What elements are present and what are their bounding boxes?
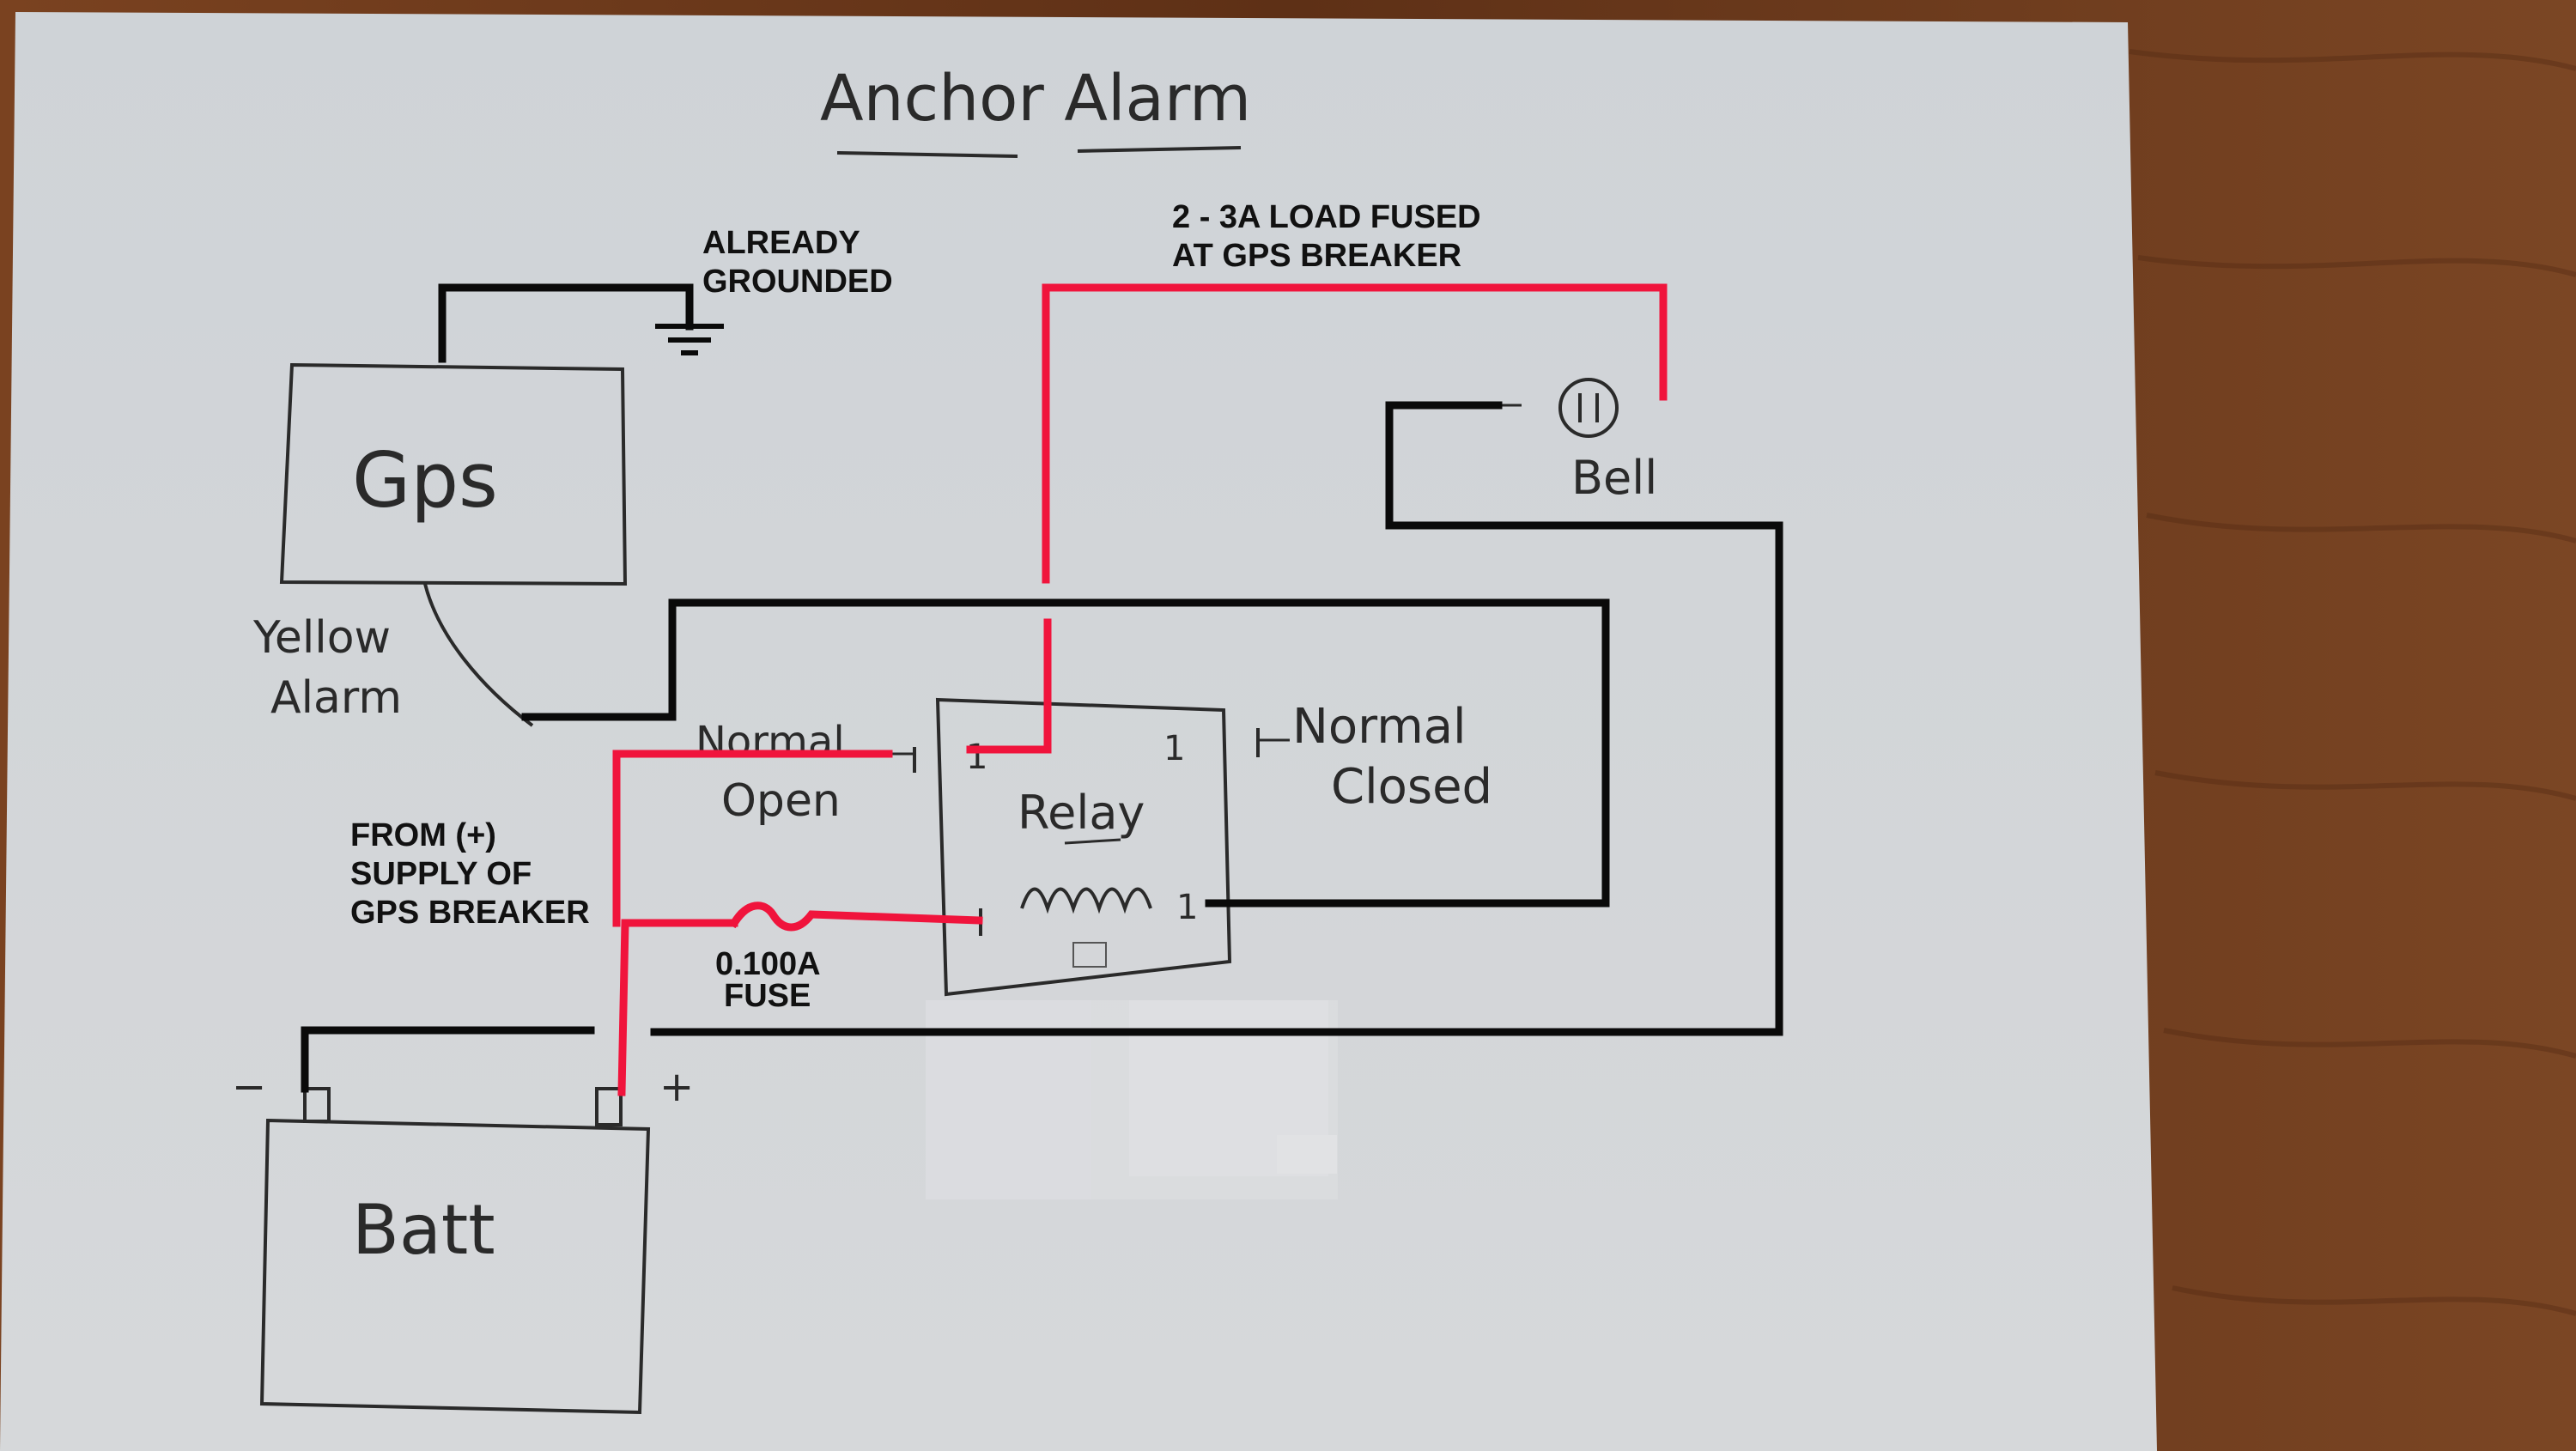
- gps-label: Gps: [352, 436, 498, 525]
- battery-minus-sign: −: [232, 1063, 266, 1111]
- relay-box-outline: [935, 697, 1232, 997]
- wire-battery-negative: [301, 1026, 595, 1093]
- battery-unit: Batt − +: [232, 1063, 694, 1415]
- gps-unit: Gps: [279, 362, 628, 727]
- fuse-rating-line2: FUSE: [724, 978, 811, 1014]
- relay-pin-top-right: 1: [1163, 729, 1185, 768]
- wire-normal-open-feed: [612, 750, 893, 927]
- bell-unit: Bell: [1498, 378, 1657, 505]
- paper-sheet: [0, 12, 2157, 1451]
- normal-closed-label-line1: Normal: [1292, 699, 1467, 755]
- wire-supply-positive: [617, 919, 738, 1096]
- yellow-alarm-label-line1: Yellow: [252, 612, 391, 664]
- load-fused-line2: AT GPS BREAKER: [1172, 238, 1461, 274]
- supply-line2: SUPPLY OF: [350, 856, 532, 892]
- wire-relay-to-bell: [1042, 283, 1668, 584]
- title-underline-right: [1077, 146, 1242, 153]
- normal-open-label-line2: Open: [721, 775, 841, 827]
- wire-alarm-to-relay-coil: [521, 598, 1610, 908]
- battery-positive-terminal: [595, 1087, 623, 1126]
- gps-box-outline: [279, 362, 628, 586]
- relay-pin-bottom-right: 1: [1176, 888, 1198, 927]
- battery-plus-sign: +: [659, 1063, 694, 1111]
- already-grounded-line1: ALREADY: [702, 225, 860, 261]
- battery-negative-terminal: [303, 1087, 331, 1123]
- fuse-rating-line1: 0.100A: [715, 946, 821, 982]
- yellow-alarm-label-line2: Alarm: [270, 672, 402, 724]
- supply-line3: GPS BREAKER: [350, 895, 590, 931]
- supply-line1: FROM (+): [350, 817, 496, 853]
- battery-label: Batt: [352, 1190, 495, 1270]
- fuse-symbol-icon: [728, 902, 983, 932]
- wood-grain: [2129, 49, 2576, 1316]
- yellow-alarm-lead: [423, 583, 534, 727]
- normal-closed-label-line2: Closed: [1331, 759, 1492, 815]
- relay-pin-top-left: 1: [966, 738, 987, 777]
- already-grounded-line2: GROUNDED: [702, 264, 893, 300]
- black-wires: [301, 283, 1783, 1093]
- relay-unit: Relay 1 1 1: [935, 697, 1232, 997]
- wire-bell-return: [650, 401, 1783, 1036]
- red-wires: [612, 283, 1668, 1096]
- title-underline-left: [836, 151, 1018, 158]
- wire-relay-common: [966, 618, 1052, 754]
- relay-marker-square: [1072, 942, 1107, 968]
- bell-icon: [1558, 378, 1619, 438]
- wire-gps-to-ground: [438, 283, 694, 363]
- relay-label: Relay: [1018, 786, 1145, 840]
- battery-box-outline: [259, 1118, 651, 1415]
- load-fused-line1: 2 - 3A LOAD FUSED: [1172, 199, 1481, 235]
- normal-open-label-line1: Normal: [696, 718, 845, 766]
- diagram-title: Anchor Alarm: [820, 62, 1251, 136]
- bell-label: Bell: [1571, 451, 1657, 505]
- relay-coil-icon: [1020, 887, 1152, 914]
